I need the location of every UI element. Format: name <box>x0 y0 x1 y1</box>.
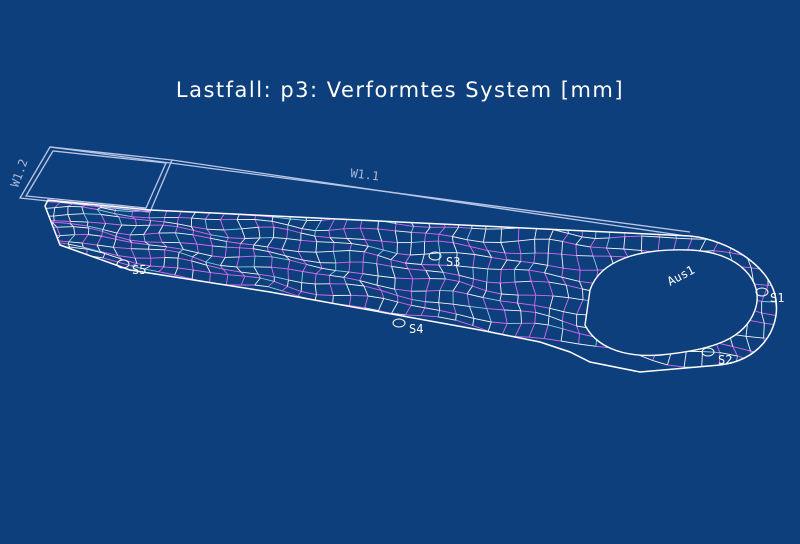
label-s1: S1 <box>770 291 784 305</box>
label-s2: S2 <box>718 353 732 367</box>
support-s2-marker[interactable] <box>701 347 715 357</box>
wall-outline <box>18 146 691 237</box>
opening-aus1 <box>584 249 758 357</box>
label-s3: S3 <box>446 255 460 269</box>
support-s4-marker[interactable] <box>392 318 406 328</box>
label-s4: S4 <box>409 322 423 336</box>
plate-outline <box>44 199 778 373</box>
load-case-title: Lastfall: p3: Verformtes System [mm] <box>175 78 625 102</box>
support-s1-marker[interactable] <box>755 287 769 297</box>
label-s5: S5 <box>132 263 146 277</box>
wall-w11-lower-edge <box>171 159 687 237</box>
label-w11: W1.1 <box>350 166 380 183</box>
support-s5-marker[interactable] <box>116 259 130 269</box>
support-s3-marker[interactable] <box>428 251 442 261</box>
label-w12: W1.2 <box>8 157 31 189</box>
